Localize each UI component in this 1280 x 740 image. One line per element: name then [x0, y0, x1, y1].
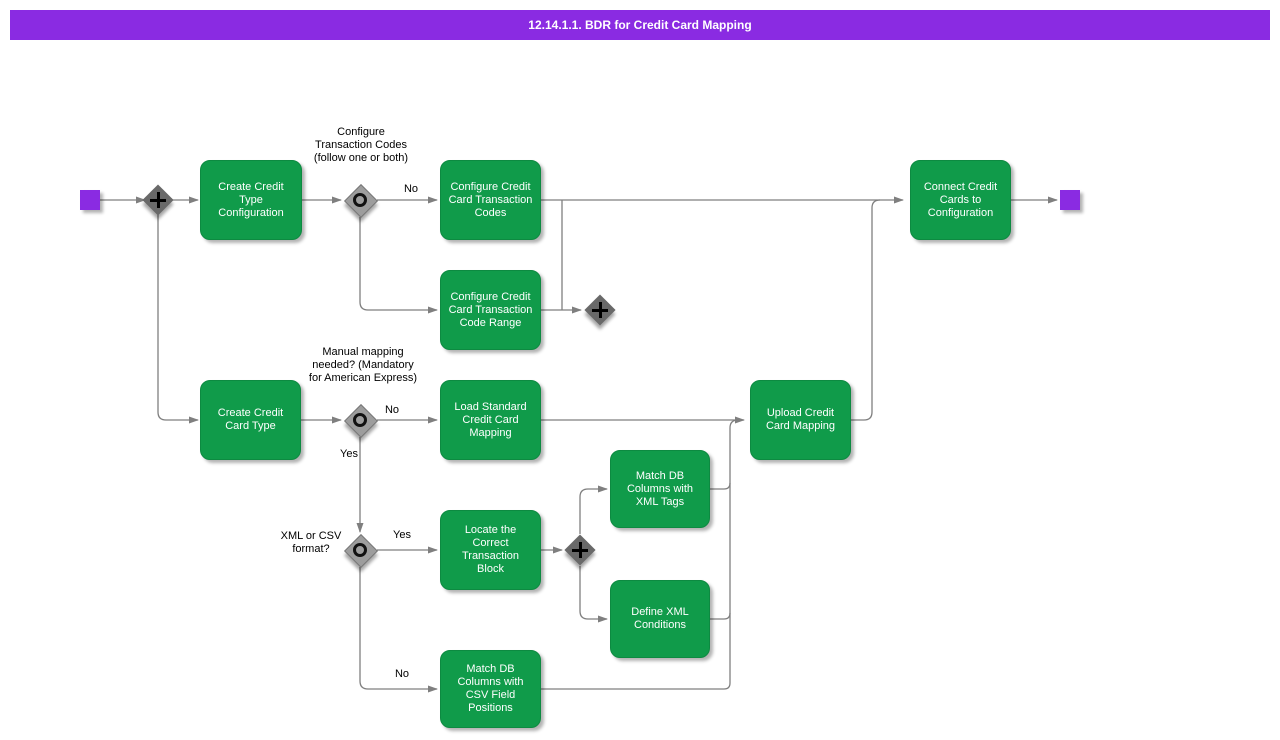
ring-icon [353, 543, 367, 557]
activity-configure-credit-card-transaction-code-range[interactable]: Configure Credit Card Transaction Code R… [440, 270, 541, 350]
activity-create-credit-card-type[interactable]: Create Credit Card Type [200, 380, 301, 460]
edge-fork-to-create-card-type [157, 212, 199, 424]
decision-xml-or-csv [344, 534, 378, 568]
activity-locate-the-correct-transaction-block[interactable]: Locate the Correct Transaction Block [440, 510, 541, 590]
edge-fork2-to-xml-tags [579, 485, 608, 534]
activity-match-db-columns-with-csv-field-positions[interactable]: Match DB Columns with CSV Field Position… [440, 650, 541, 728]
activity-configure-credit-card-transaction-codes[interactable]: Configure Credit Card Transaction Codes [440, 160, 541, 240]
branch-label-no-2: No [384, 404, 400, 416]
edge-decision1-down [359, 217, 438, 314]
activity-label: Load Standard Credit Card Mapping [454, 400, 527, 439]
activity-connect-credit-cards-to-configuration[interactable]: Connect Credit Cards to Configuration [910, 160, 1011, 240]
diagram-title: 12.14.1.1. BDR for Credit Card Mapping [528, 18, 752, 32]
end-node [1060, 190, 1080, 210]
activity-label: Upload Credit Card Mapping [765, 407, 836, 432]
activity-label: Match DB Columns with XML Tags [626, 469, 694, 508]
ring-icon [353, 413, 367, 427]
fork-split-node [142, 184, 174, 216]
activity-label: Match DB Columns with CSV Field Position… [457, 663, 524, 714]
activity-label: Define XML Conditions [631, 606, 689, 631]
edge-xml-conditions-to-rail [710, 612, 731, 620]
edge-rail-vertical [729, 419, 739, 683]
branch-label-yes-1: Yes [340, 448, 358, 460]
edge-csv-to-rail [541, 682, 731, 690]
decision-transaction-codes [344, 184, 378, 218]
branch-label-yes-2: Yes [393, 529, 411, 541]
activity-label: Configure Credit Card Transaction Codes [448, 180, 533, 219]
diagram-title-bar: 12.14.1.1. BDR for Credit Card Mapping [10, 10, 1270, 40]
plus-icon [584, 294, 616, 326]
plus-icon [142, 184, 174, 216]
activity-label: Create Credit Card Type [217, 407, 284, 432]
activity-match-db-columns-with-xml-tags[interactable]: Match DB Columns with XML Tags [610, 450, 710, 528]
activity-label: Connect Credit Cards to Configuration [923, 180, 998, 219]
activity-label: Configure Credit Card Transaction Code R… [448, 290, 533, 329]
activity-define-xml-conditions[interactable]: Define XML Conditions [610, 580, 710, 658]
join-transaction-codes-node [584, 294, 616, 326]
activity-label: Locate the Correct Transaction Block [461, 524, 520, 575]
plus-icon [564, 534, 596, 566]
fork-xml-node [564, 534, 596, 566]
branch-label-no-1: No [403, 183, 419, 195]
edge-decision3-no [359, 567, 438, 693]
note-manual-mapping: Manual mapping needed? (Mandatory for Am… [308, 346, 418, 384]
branch-label-no-3: No [394, 668, 410, 680]
note-xml-or-csv: XML or CSV format? [280, 530, 342, 555]
note-configure-transaction-codes: Configure Transaction Codes (follow one … [313, 126, 409, 164]
ring-icon [353, 193, 367, 207]
edge-xml-tags-to-rail [710, 482, 731, 490]
activity-create-credit-type-configuration[interactable]: Create Credit Type Configuration [200, 160, 302, 240]
edge-upload-to-connect [851, 199, 881, 421]
decision-manual-mapping [344, 404, 378, 438]
edge-fork2-to-xml-conditions [579, 566, 608, 623]
activity-upload-credit-card-mapping[interactable]: Upload Credit Card Mapping [750, 380, 851, 460]
activity-label: Create Credit Type Configuration [218, 180, 284, 219]
activity-load-standard-credit-card-mapping[interactable]: Load Standard Credit Card Mapping [440, 380, 541, 460]
start-node [80, 190, 100, 210]
